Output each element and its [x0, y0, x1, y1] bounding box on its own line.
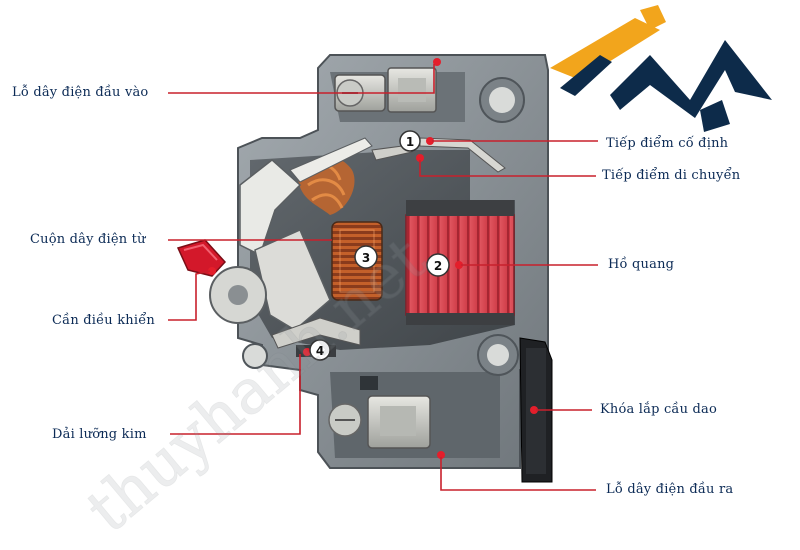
marker-4: 4 — [309, 339, 331, 361]
contacts — [371, 137, 506, 173]
leader-dots — [208, 58, 538, 459]
leader-lines — [168, 64, 598, 491]
marker-1: 1 — [399, 130, 421, 152]
leader-bimetal — [170, 354, 301, 435]
label-arc-chute: Hồ quang — [608, 257, 675, 272]
svg-text:3: 3 — [362, 251, 370, 265]
leader-lever — [168, 270, 211, 321]
svg-text:1: 1 — [406, 135, 414, 149]
label-coil: Cuộn dây điện từ — [30, 232, 146, 247]
site-logo — [550, 5, 772, 132]
label-fixed-contact: Tiếp điểm cố định — [606, 136, 729, 151]
control-handle — [176, 239, 227, 277]
label-moving-contact: Tiếp điểm di chuyển — [602, 168, 741, 183]
lever-mechanism — [209, 137, 373, 331]
leader-output-hole — [440, 457, 596, 491]
label-output-hole: Lỗ dây điện đầu ra — [606, 482, 734, 497]
output-terminal — [328, 376, 431, 449]
label-din-lock: Khóa lắp cầu dao — [600, 402, 718, 417]
svg-text:4: 4 — [316, 344, 324, 358]
marker-3: 3 — [354, 245, 378, 269]
marker-2: 2 — [426, 253, 450, 277]
leader-moving-contact — [419, 160, 596, 177]
label-input-hole: Lỗ dây điện đầu vào — [12, 85, 149, 100]
label-lever: Cần điều khiển — [52, 313, 155, 328]
label-bimetal: Dải lưỡng kim — [52, 427, 147, 442]
svg-text:2: 2 — [434, 259, 442, 273]
leader-input-hole — [168, 64, 435, 94]
